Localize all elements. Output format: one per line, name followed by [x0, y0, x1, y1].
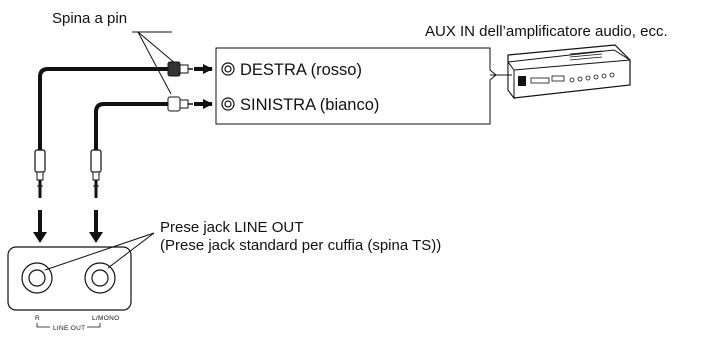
leader-line-red [137, 31, 177, 65]
jack-leader-l [107, 232, 155, 269]
jack-r-label: R [35, 315, 40, 322]
jack-socket-icon-white [221, 97, 235, 111]
jack-l-mono-label: L/MONO [92, 315, 119, 322]
jack-leader-r [44, 232, 155, 271]
jack-socket-icon-red [221, 62, 235, 76]
aux-in-label: AUX IN dell’amplificatore audio, ecc. [425, 23, 668, 40]
jack-socket-icon-r [21, 262, 53, 294]
input-panel-box [215, 47, 497, 125]
phone-plug-icon-left [34, 149, 46, 198]
left-white-label: SINISTRA (bianco) [240, 96, 379, 114]
rca-pin-plug-icon-red [167, 61, 193, 77]
jack-socket-icon-l [84, 262, 116, 294]
amplifier-icon [507, 44, 631, 100]
line-out-jacks-note: (Prese jack standard per cuffia (spina T… [160, 237, 441, 254]
line-out-label: LINE OUT [53, 325, 85, 332]
phone-plug-icon-right [90, 149, 102, 198]
line-out-jacks-label: Prese jack LINE OUT [160, 219, 303, 236]
cable-white [94, 102, 168, 150]
cable-red [38, 67, 168, 150]
pin-plug-label: Spina a pin [52, 10, 127, 27]
leader-line-white [137, 31, 172, 95]
right-red-label: DESTRA (rosso) [240, 61, 362, 79]
rca-pin-plug-icon-white [167, 96, 193, 112]
